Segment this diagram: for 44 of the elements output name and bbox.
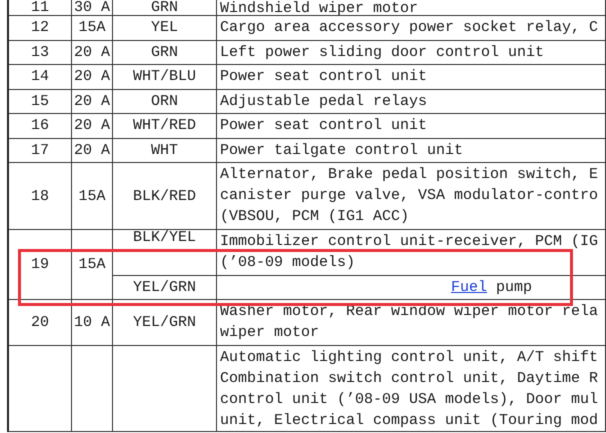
circuit-description: Left power sliding door control unit bbox=[220, 42, 546, 62]
fuse-number: 17 bbox=[30, 142, 49, 158]
amperage: 20 A bbox=[74, 94, 110, 109]
fuse-number: 13 bbox=[30, 44, 49, 60]
fuse-number: 15 bbox=[30, 94, 49, 109]
wire-color: GRN bbox=[150, 44, 178, 60]
circuit-description: Washer motor, Rear window wiper motor rela wiper motor bbox=[220, 302, 598, 343]
circuit-description: pump bbox=[496, 279, 532, 296]
circuit-description: Adjustable pedal relays bbox=[220, 92, 428, 112]
wire-color: YEL/GRN bbox=[132, 315, 196, 330]
fuse-number: 16 bbox=[30, 118, 49, 134]
amperage: 15A bbox=[78, 188, 106, 204]
wire-color: BLK/RED bbox=[132, 188, 196, 204]
wire-color: ORN bbox=[150, 94, 178, 109]
fuse-number: 11 bbox=[30, 0, 49, 15]
wire-color: GRN bbox=[150, 0, 178, 15]
wire-color: WHT/RED bbox=[132, 118, 196, 134]
circuit-description: Automatic lighting control unit, A/T shift Combination switch control unit, Daytime R control unit (’08-09 USA models), Door mul unit, Electrical compass unit (Touring mod bbox=[220, 348, 598, 431]
wire-color: YEL/GRN bbox=[132, 280, 196, 295]
wire-color: BLK/YEL bbox=[132, 230, 196, 245]
wire-color: WHT/BLU bbox=[132, 69, 196, 84]
circuit-description: Windshield wiper motor bbox=[220, 0, 418, 16]
wire-color: YEL bbox=[150, 20, 178, 36]
amperage: 20 A bbox=[74, 44, 110, 60]
amperage: 15A bbox=[78, 257, 106, 272]
wire-color: WHT bbox=[150, 142, 178, 158]
circuit-description: Alternator, Brake pedal position switch, E canister purge valve, VSA modulator-contro (VBSOU, PCM (IG1 ACC) bbox=[220, 165, 598, 227]
amperage: 20 A bbox=[74, 142, 110, 158]
amperage: 15A bbox=[78, 20, 106, 36]
circuit-description: Cargo area accessory power socket relay, C bbox=[220, 18, 598, 38]
amperage: 20 A bbox=[74, 118, 110, 134]
fuse-number: 19 bbox=[30, 257, 49, 272]
amperage: 10 A bbox=[74, 315, 110, 330]
link: Fuel bbox=[451, 279, 488, 296]
fuse-number: 14 bbox=[30, 69, 49, 84]
circuit-description: Power tailgate control unit bbox=[220, 140, 464, 160]
fuse-number: 12 bbox=[30, 20, 49, 36]
amperage: 20 A bbox=[74, 69, 110, 84]
amperage: 30 A bbox=[74, 0, 110, 15]
fuse-number: 18 bbox=[30, 188, 49, 204]
circuit-description: Immobilizer control unit-receiver, PCM (IG (’08-09 models) bbox=[220, 232, 598, 273]
fuse-number: 20 bbox=[30, 315, 49, 330]
circuit-description: Power seat control unit bbox=[220, 67, 428, 87]
circuit-description: Power seat control unit bbox=[220, 116, 428, 136]
